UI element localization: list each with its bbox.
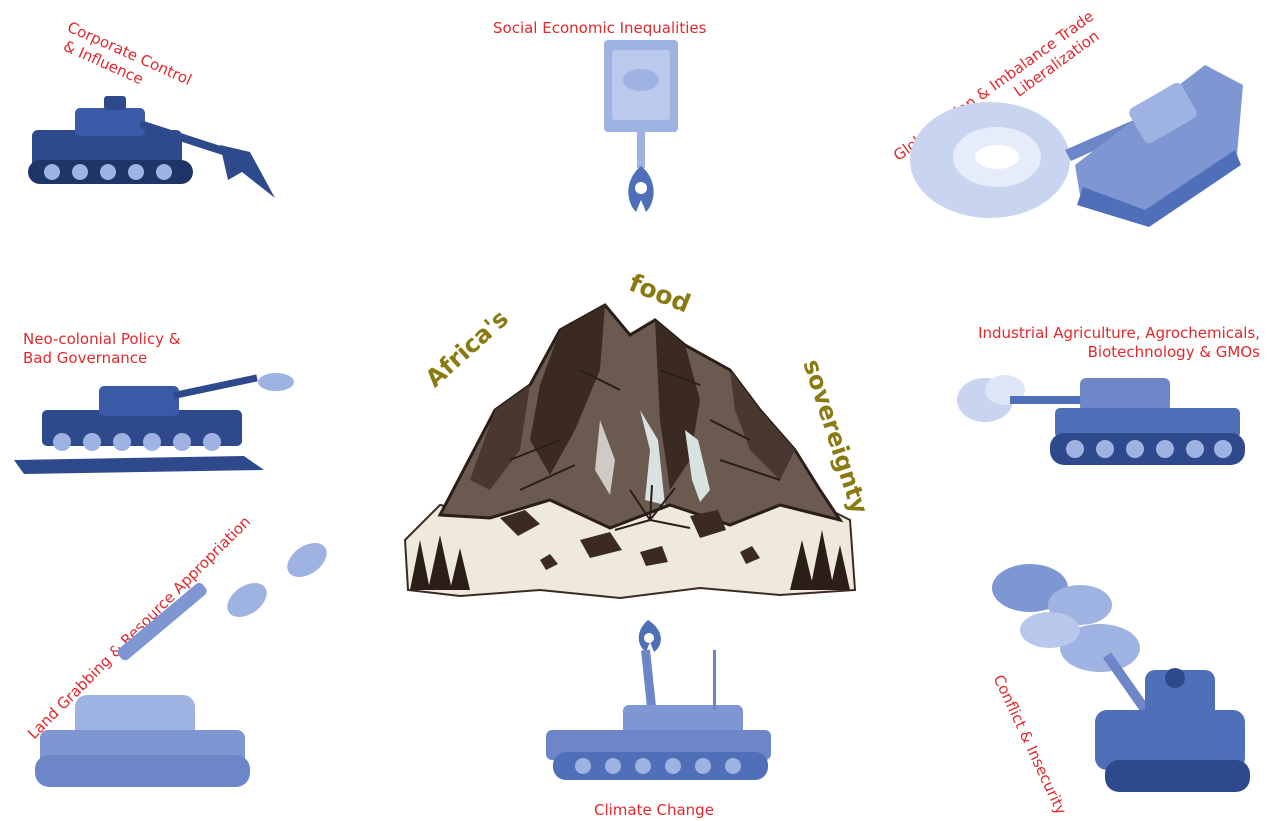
tank-icon	[985, 560, 1255, 810]
label-line: Industrial Agriculture, Agrochemicals,	[912, 324, 1260, 343]
tank-icon	[538, 590, 783, 800]
label-social-inequalities: Social Economic Inequalities	[493, 19, 706, 38]
muzzle-flash-icon	[281, 536, 333, 584]
label-line: Social Economic Inequalities	[493, 19, 706, 37]
label-line: Neo-colonial Policy &	[23, 330, 181, 349]
smoke-cloud-icon	[258, 373, 294, 391]
label-line: Climate Change	[594, 801, 714, 819]
muzzle-flash-icon	[221, 576, 273, 624]
tank-icon	[905, 45, 1250, 245]
label-industrial-agriculture: Industrial Agriculture, Agrochemicals, B…	[912, 324, 1260, 362]
label-climate-change: Climate Change	[594, 801, 714, 820]
label-line: Biotechnology & GMOs	[912, 343, 1260, 362]
tank-icon	[14, 368, 299, 480]
muzzle-flash-icon	[220, 145, 275, 198]
tank-icon	[20, 90, 280, 205]
tank-icon	[955, 368, 1255, 473]
label-neocolonial: Neo-colonial Policy & Bad Governance	[23, 330, 181, 368]
tank-icon	[25, 530, 355, 800]
tank-icon	[596, 40, 686, 220]
label-line: Bad Governance	[23, 349, 181, 368]
